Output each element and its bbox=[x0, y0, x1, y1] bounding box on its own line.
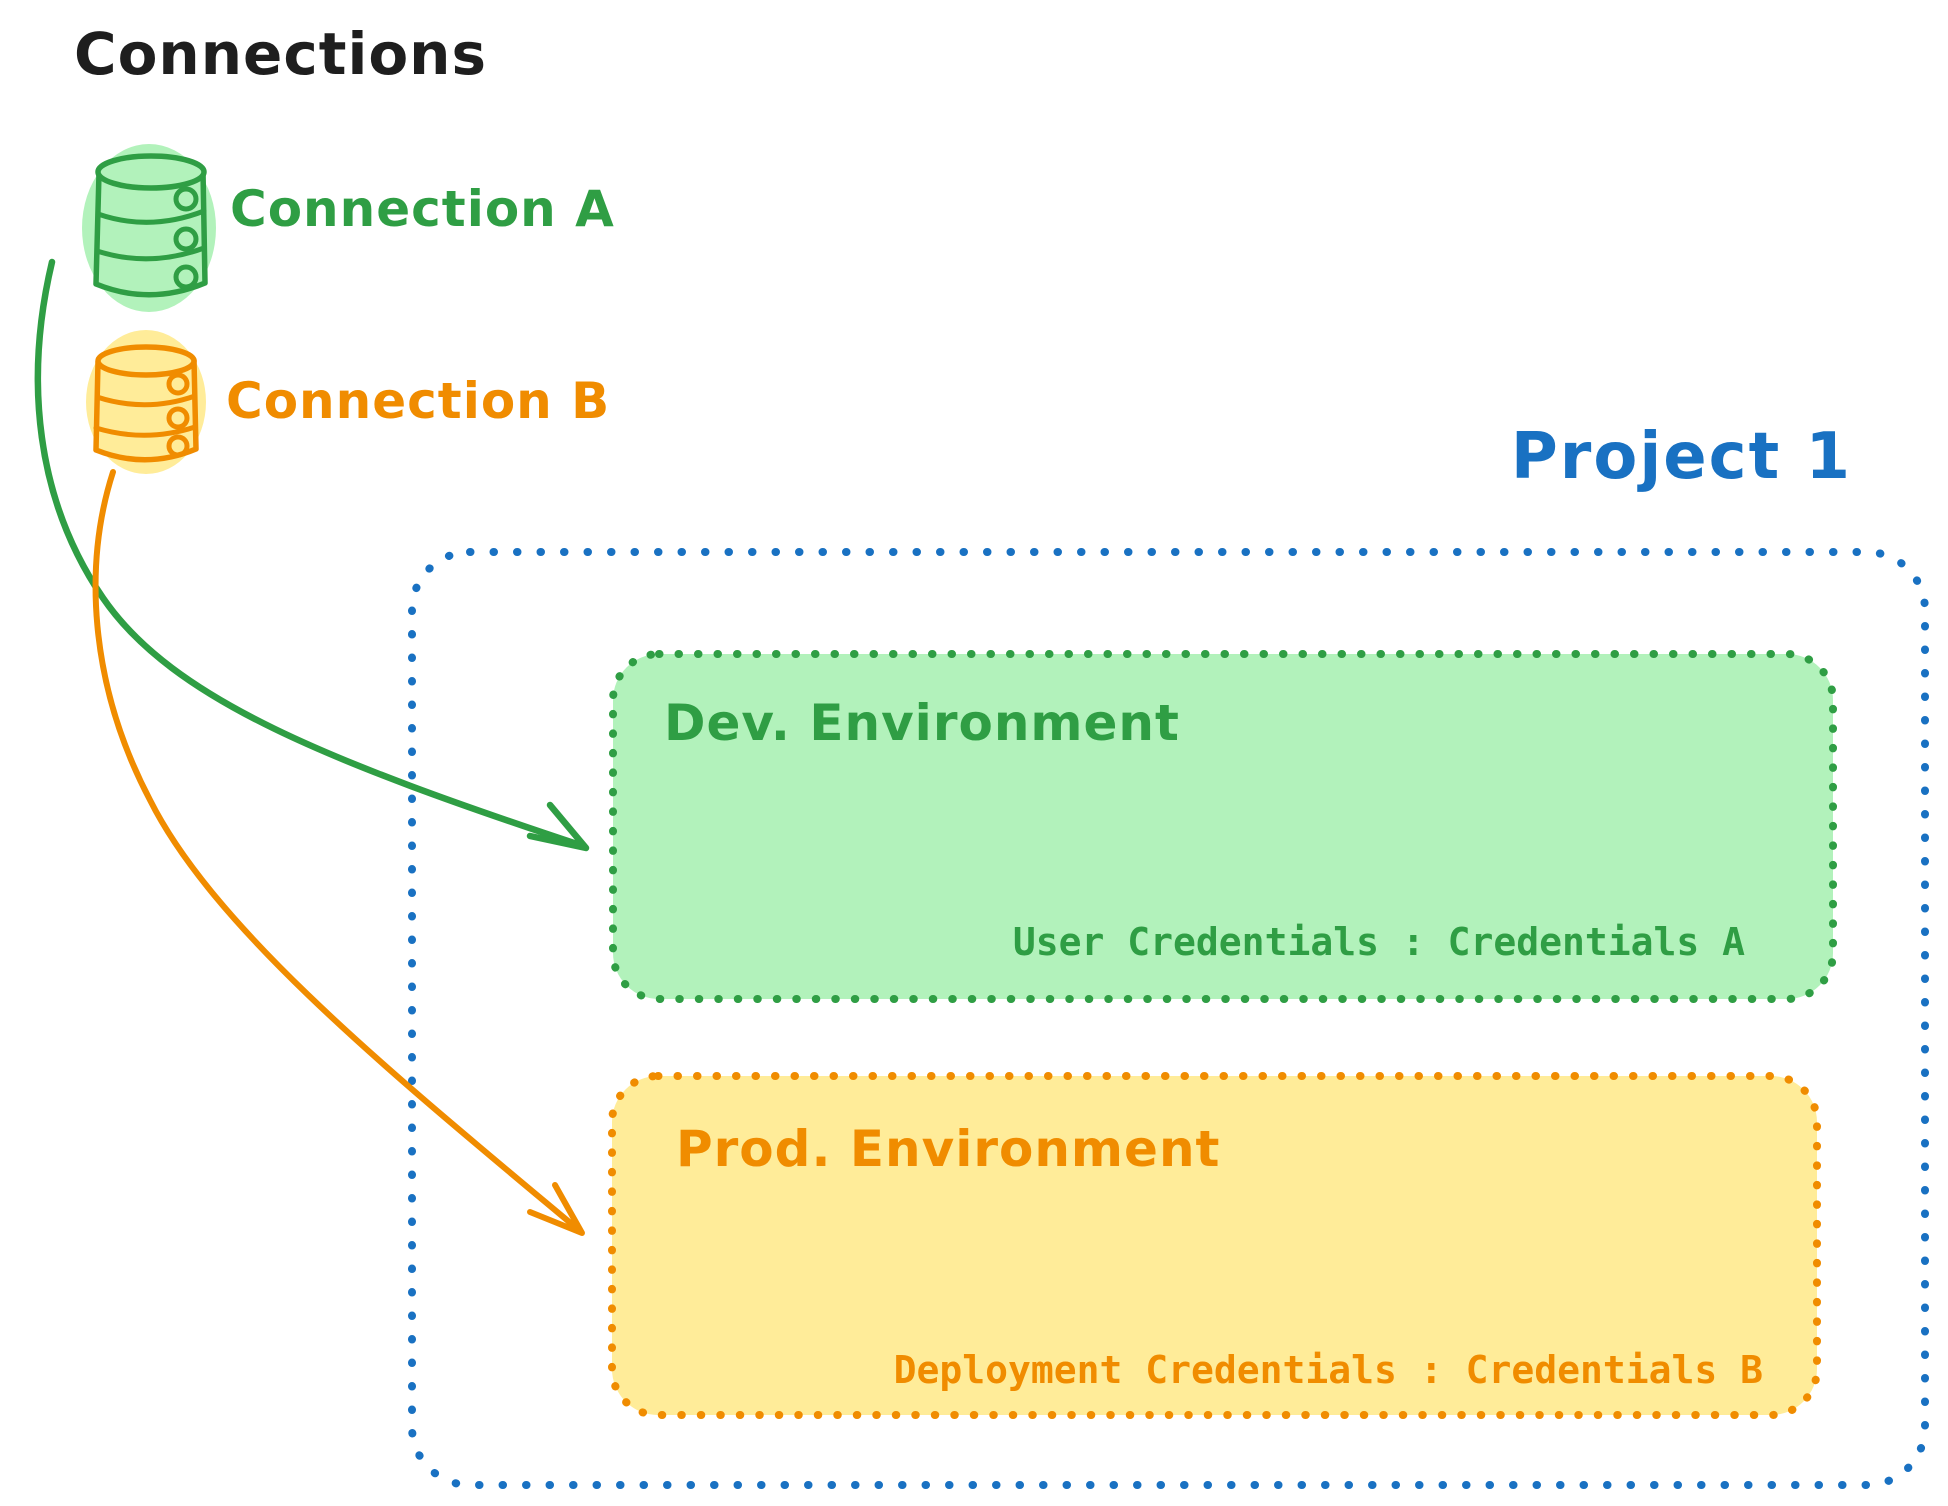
prod-credentials-text: Deployment Credentials : Credentials B bbox=[893, 1348, 1763, 1392]
dev-environment-title: Dev. Environment bbox=[664, 694, 1180, 752]
dev-environment-box bbox=[609, 650, 1837, 1003]
connection-b-label: Connection B bbox=[226, 372, 611, 430]
database-icon-connection-a bbox=[82, 144, 216, 312]
dev-credentials-text: User Credentials : Credentials A bbox=[1012, 920, 1745, 964]
database-icon-connection-b bbox=[86, 330, 206, 474]
connection-b-arrow bbox=[92, 469, 585, 1236]
connections-title: Connections bbox=[74, 20, 487, 88]
project-title: Project 1 bbox=[1510, 420, 1852, 494]
connection-a-label: Connection A bbox=[230, 180, 615, 238]
prod-environment-box bbox=[608, 1072, 1821, 1419]
prod-environment-title: Prod. Environment bbox=[676, 1120, 1221, 1178]
connection-a-arrow bbox=[34, 258, 590, 852]
